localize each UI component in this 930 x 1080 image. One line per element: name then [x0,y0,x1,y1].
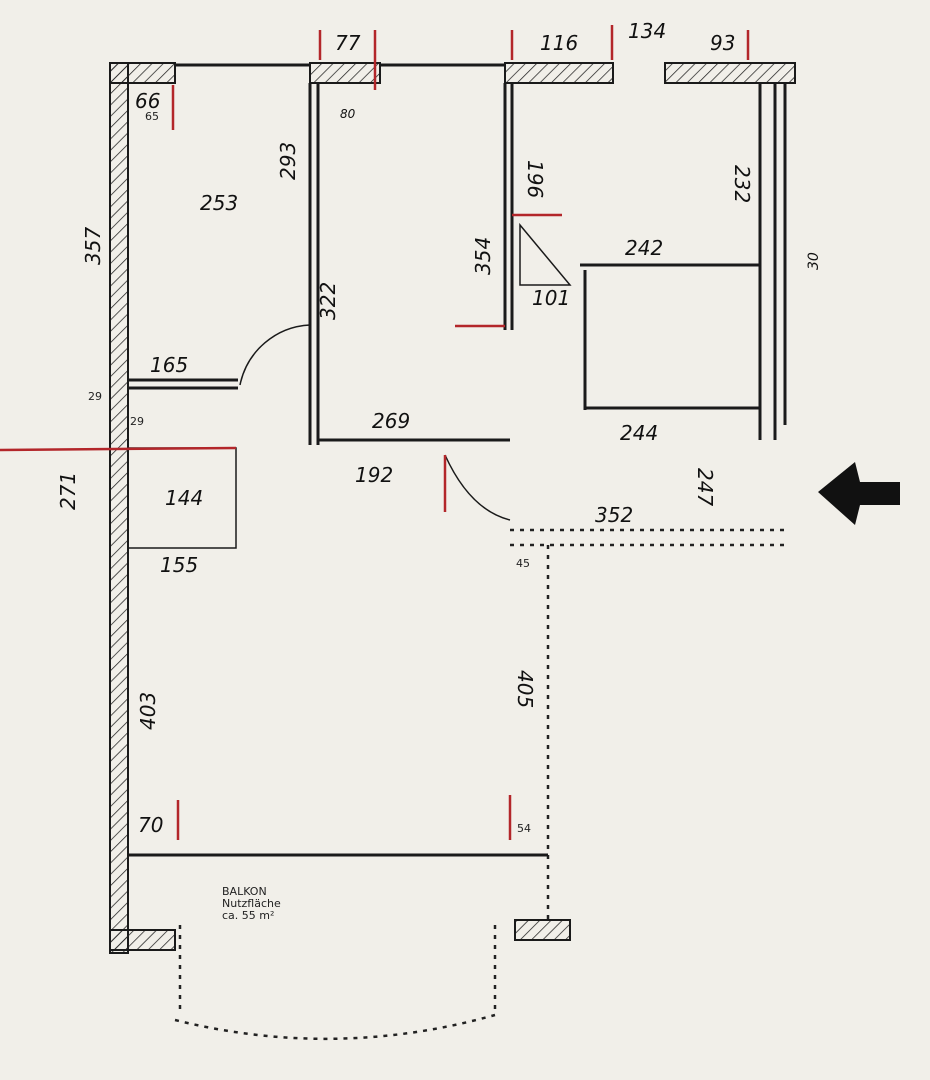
dim-29b: 29 [130,415,144,428]
dim-192: 192 [355,463,393,487]
dim-403: 403 [136,692,160,730]
interior-walls [109,83,790,1041]
dim-54: 54 [517,822,531,835]
dim-352: 352 [595,503,633,527]
dim-101: 101 [532,286,570,310]
dim-247: 247 [693,468,717,506]
dim-80: 80 [340,107,356,121]
dim-244: 244 [620,421,658,445]
doors [239,222,572,521]
svg-text:ca. 55 m²: ca. 55 m² [222,909,274,922]
dim-144: 144 [165,486,203,510]
red-markers [0,25,750,840]
dim-405: 405 [513,670,537,708]
arrow-left-icon [818,462,900,525]
dim-253: 253 [200,191,238,215]
dim-93: 93 [710,31,735,55]
dim-322: 322 [316,282,340,320]
dim-70: 70 [138,813,163,837]
dim-30: 30 [806,252,822,270]
dim-354: 354 [471,237,495,275]
dim-45: 45 [516,557,530,570]
dim-271: 271 [56,472,80,510]
dim-165: 165 [150,353,188,377]
dim-134: 134 [628,19,666,43]
dim-66: 66 [135,89,160,113]
exterior-walls [109,62,796,954]
dim-77: 77 [335,31,361,55]
dim-116: 116 [540,31,578,55]
dim-65: 65 [145,110,159,123]
dim-196: 196 [523,160,547,198]
dim-293: 293 [276,142,300,180]
dim-232: 232 [730,165,754,203]
dim-269: 269 [372,409,410,433]
svg-text:BALKON: BALKON [222,885,267,898]
svg-text:Nutzfläche: Nutzfläche [222,897,281,910]
dim-357: 357 [81,227,105,265]
dimension-labels: 77 116 134 93 66 65 80 293 253 357 354 1… [56,19,822,837]
dim-242: 242 [625,236,663,260]
balcony-label: BALKON Nutzfläche ca. 55 m² [222,885,281,922]
dim-155: 155 [160,553,198,577]
dim-29a: 29 [88,390,102,403]
